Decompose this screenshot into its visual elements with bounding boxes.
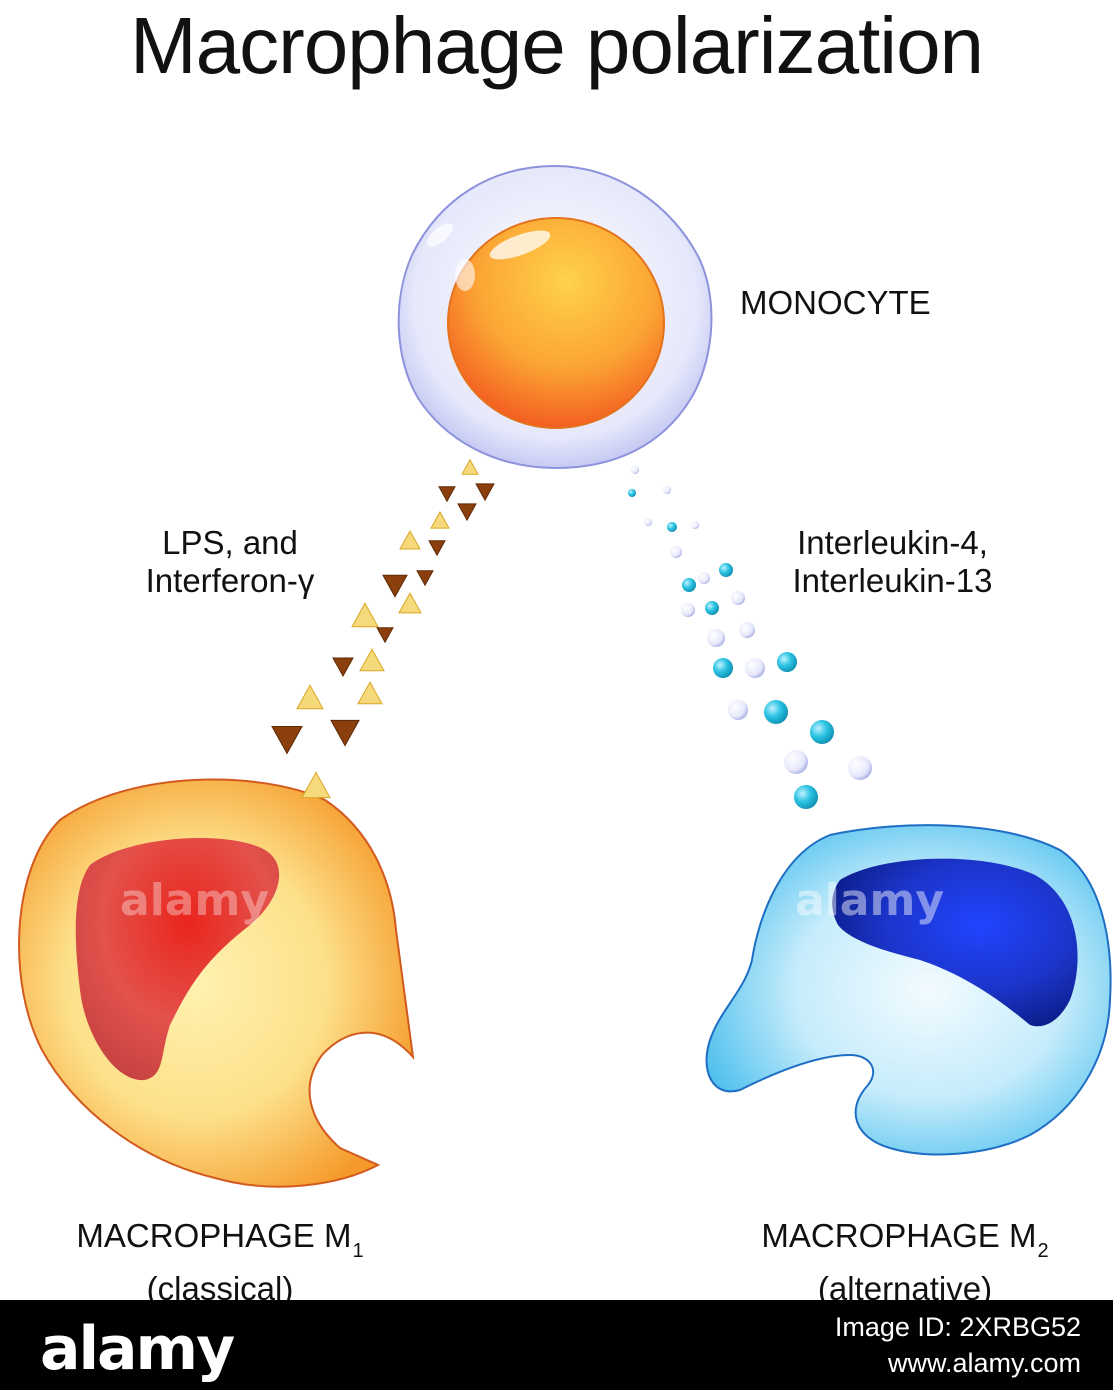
polarization-diagram: alamy alamy [18, 164, 1112, 1188]
cytokine-dot [794, 785, 818, 809]
m2-name: MACROPHAGE M [761, 1217, 1037, 1254]
m1-name: MACROPHAGE M [76, 1217, 352, 1254]
cytokine-dot [784, 750, 808, 774]
diagram-title: Macrophage polarization [129, 1, 984, 90]
cytokine-triangle [271, 726, 303, 755]
monocyte-label: MONOCYTE [740, 284, 931, 321]
macrophage-m1-label: MACROPHAGE M1 (classical) [20, 1217, 420, 1308]
m2-subscript: 2 [1037, 1240, 1049, 1262]
cytokine-dot [691, 521, 699, 529]
cytokine-dot [644, 518, 652, 526]
cytokine-dot [728, 700, 748, 720]
cytokine-dot [810, 720, 834, 744]
watermark-right: alamy [795, 875, 944, 926]
cytokine-triangle [296, 684, 324, 710]
cytokine-dot [739, 622, 755, 638]
m1-subscript: 1 [352, 1240, 364, 1262]
cytokine-triangle [438, 486, 456, 503]
cytokine-dot [707, 629, 725, 647]
footer-site: www.alamy.com [887, 1348, 1081, 1378]
cytokine-dot [764, 700, 788, 724]
cytokine-triangle [351, 602, 379, 628]
cytokine-triangle [428, 540, 446, 557]
cytokine-triangle [332, 657, 354, 678]
m1-stimulus-label: LPS, and Interferon-γ [100, 524, 360, 600]
m2-stimulus-line2: Interleukin-13 [792, 562, 993, 599]
macrophage-m1-cell [18, 778, 415, 1188]
cytokine-triangle [416, 570, 434, 587]
cytokine-dot [719, 563, 733, 577]
cytokine-triangle [461, 458, 479, 475]
cytokine-triangle [357, 681, 383, 705]
cytokine-triangle [330, 719, 360, 747]
stock-footer: alamy Image ID: 2XRBG52 www.alamy.com [0, 1300, 1113, 1390]
cytokine-triangle [430, 510, 450, 529]
cytokine-dot [848, 756, 872, 780]
cytokine-dot [705, 601, 719, 615]
lps-interferon-triangles [271, 458, 495, 799]
cytokine-triangle [457, 503, 477, 522]
cytokine-dot [628, 489, 636, 497]
m1-stimulus-line2: Interferon-γ [145, 562, 315, 599]
m2-stimulus-label: Interleukin-4, Interleukin-13 [760, 524, 1025, 600]
cytokine-triangle [399, 529, 421, 550]
cytokine-dot [713, 658, 733, 678]
footer-image-id: Image ID: 2XRBG52 [834, 1312, 1081, 1342]
cytokine-dot [663, 486, 671, 494]
m2-stimulus-line1: Interleukin-4, [797, 524, 988, 561]
cytokine-triangle [398, 592, 422, 614]
macrophage-m2-cell [705, 824, 1112, 1156]
cytokine-dot [731, 591, 745, 605]
cytokine-triangle [475, 483, 495, 502]
footer-brand-logo: alamy [40, 1314, 235, 1384]
cytokine-dot [777, 652, 797, 672]
cytokine-dot [682, 578, 696, 592]
cytokine-dot [681, 603, 695, 617]
cytokine-triangle [301, 771, 331, 799]
interleukin-dots [628, 466, 872, 809]
cytokine-triangle [359, 648, 385, 672]
cytokine-triangle [382, 574, 408, 598]
m1-stimulus-line1: LPS, and [162, 524, 298, 561]
watermark-left: alamy [120, 875, 269, 926]
macrophage-m2-label: MACROPHAGE M2 (alternative) [715, 1217, 1095, 1308]
cytokine-dot [670, 546, 682, 558]
cytokine-dot [667, 522, 677, 532]
cytokine-dot [745, 658, 765, 678]
cytokine-dot [698, 572, 710, 584]
monocyte-cell [397, 164, 713, 470]
cytokine-dot [631, 466, 639, 474]
cytokine-triangle [376, 627, 394, 644]
